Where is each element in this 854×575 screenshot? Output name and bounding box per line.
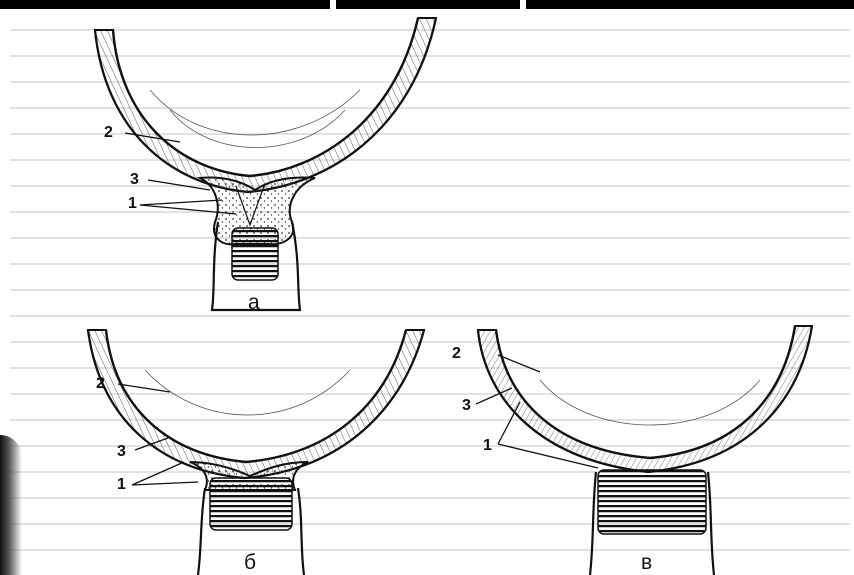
bladder-wall-c [478, 326, 812, 472]
label-2-a: 2 [104, 125, 113, 141]
urethra-rings-a [232, 228, 278, 280]
label-3-b: 3 [117, 444, 126, 460]
label-1-a: 1 [128, 196, 137, 212]
label-1-c: 1 [483, 438, 492, 454]
label-3-a: 3 [130, 172, 139, 188]
figure-c [476, 326, 812, 575]
caption-c: в [641, 552, 652, 573]
bladder-wall-a [95, 18, 436, 192]
label-2-c: 2 [452, 346, 461, 362]
caption-b: б [244, 552, 256, 573]
urethra-rings-b [210, 478, 292, 530]
figure-a [95, 18, 436, 310]
figure-b [88, 330, 424, 575]
caption-a: а [248, 292, 260, 313]
page-curl-shadow [0, 435, 22, 575]
urethra-rings-c [598, 470, 706, 534]
label-1-b: 1 [117, 477, 126, 493]
label-3-c: 3 [462, 398, 471, 414]
bladder-wall-b [88, 330, 424, 478]
label-2-b: 2 [96, 376, 105, 392]
